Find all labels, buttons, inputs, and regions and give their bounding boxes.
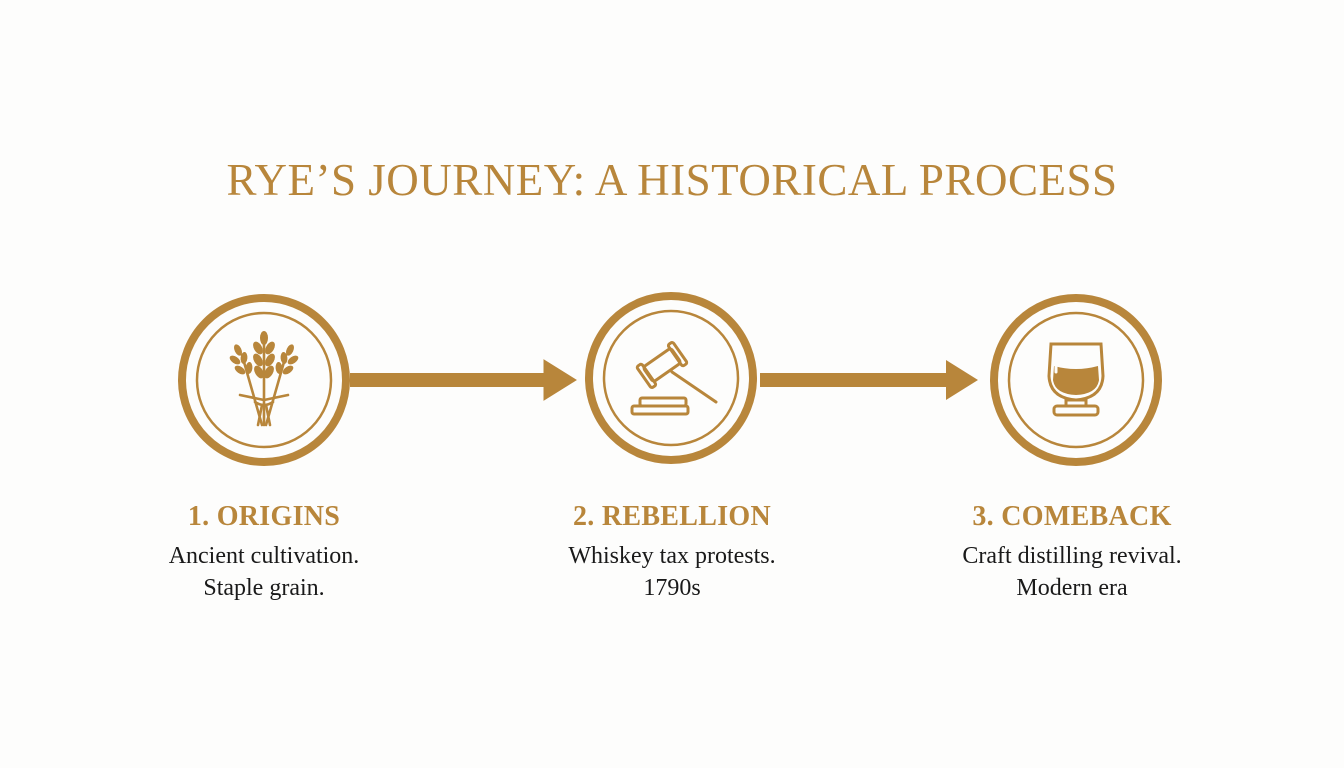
arrow-1-to-2 [350,359,577,401]
step-3-desc-line-2: Modern era [1016,575,1128,601]
step-2-label: 2. REBELLION [572,501,772,532]
arrow-2-to-3 [760,360,978,400]
step-3: 3. COMEBACK Craft distilling revival. Mo… [892,500,1252,604]
step-3-description: Craft distilling revival. Modern era [892,540,1252,604]
step-1-description: Ancient cultivation. Staple grain. [84,540,444,604]
gavel-icon [630,341,718,416]
step-2-description: Whiskey tax protests. 1790s [492,540,852,604]
step-1: 1. ORIGINS Ancient cultivation. Staple g… [84,500,444,604]
step-3-label: 3. COMEBACK [972,501,1172,532]
step-2-node [585,292,757,464]
step-1-label: 1. ORIGINS [187,501,341,532]
step-3-desc-line-1: Craft distilling revival. [962,543,1182,569]
page-title: RYE’S JOURNEY: A HISTORICAL PROCESS [226,155,1118,205]
step-2: 2. REBELLION Whiskey tax protests. 1790s [492,500,852,604]
step-2-desc-line-2: 1790s [643,575,701,601]
step-2-desc-line-1: Whiskey tax protests. [568,543,776,569]
step-1-desc-line-2: Staple grain. [203,575,325,601]
step-1-node [178,294,350,466]
whiskey-glass-icon [1047,342,1105,417]
step-3-node [990,294,1162,466]
wheat-icon [229,331,299,427]
step-1-desc-line-1: Ancient cultivation. [168,543,360,569]
